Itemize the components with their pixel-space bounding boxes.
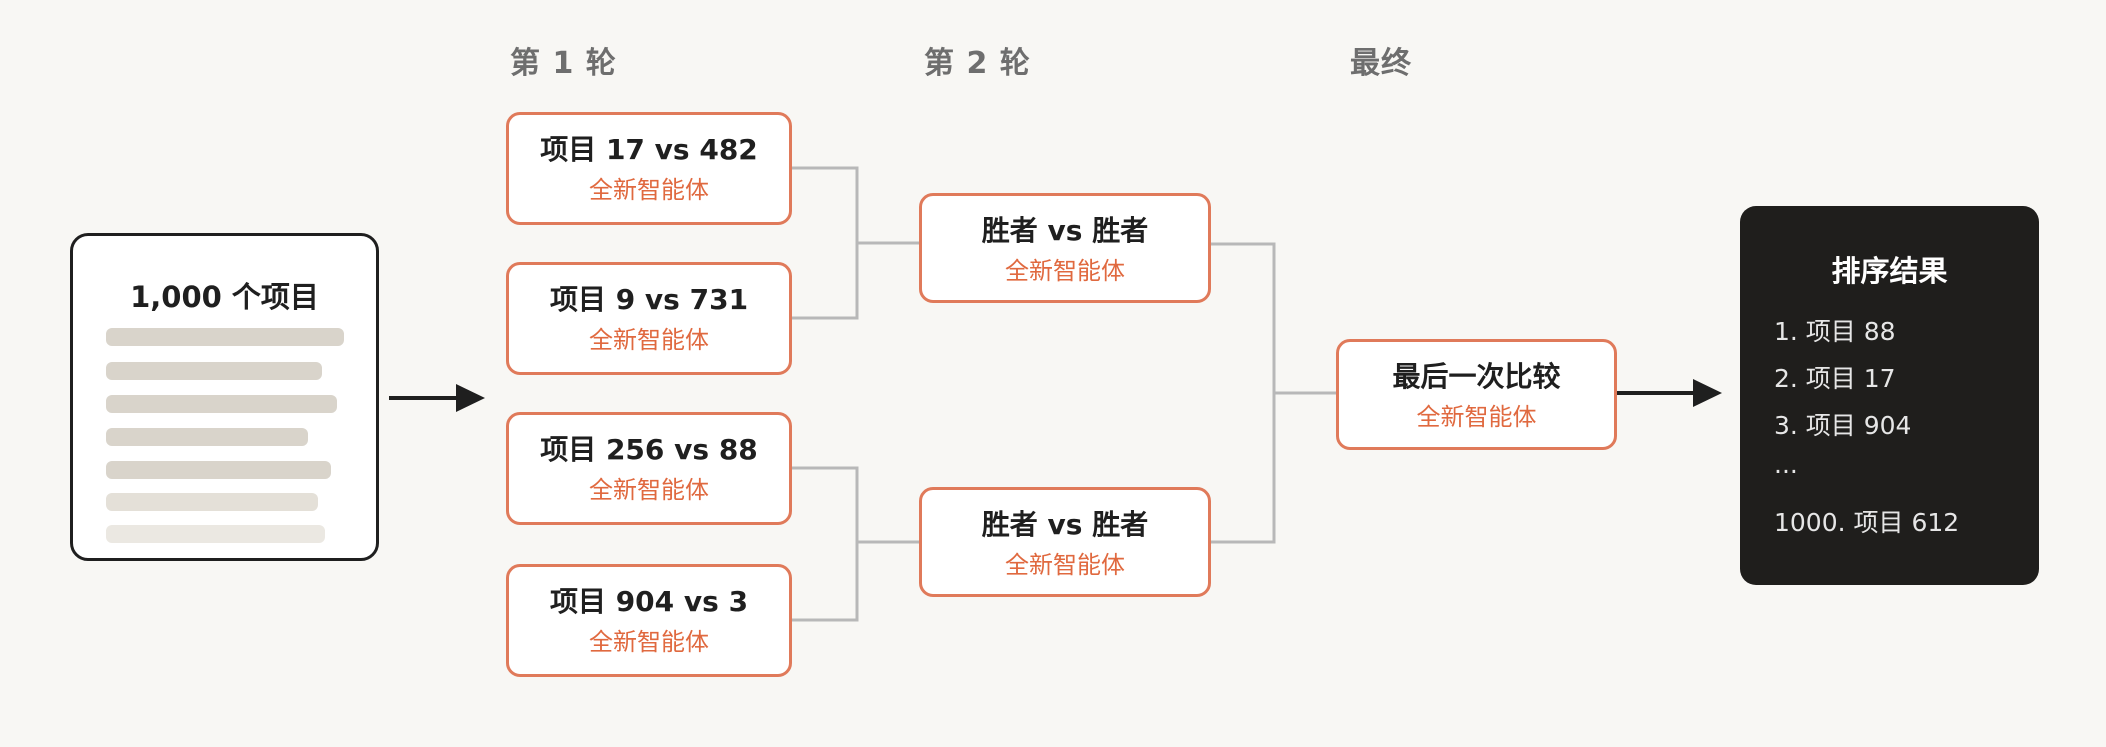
- round2-match-2: 胜者 vs 胜者 全新智能体: [919, 487, 1211, 597]
- arrow-input-to-round1: [389, 384, 485, 412]
- round1-match-1: 项目 17 vs 482 全新智能体: [506, 112, 792, 225]
- doc-placeholder-line: [106, 428, 308, 446]
- result-item: 1. 项目 88: [1774, 317, 1896, 346]
- match-agent-label: 全新智能体: [589, 176, 709, 204]
- round1-match-4: 项目 904 vs 3 全新智能体: [506, 564, 792, 677]
- doc-placeholder-line: [106, 395, 337, 413]
- result-title: 排序结果: [1831, 254, 1948, 288]
- round-2-label: 第 2 轮: [924, 46, 1031, 81]
- arrow-final-to-result: [1617, 379, 1722, 407]
- connector-r2: [1211, 242, 1336, 544]
- final-match: 最后一次比较 全新智能体: [1336, 339, 1617, 450]
- match-agent-label: 全新智能体: [1005, 257, 1125, 285]
- connector-r1-bottom: [792, 466, 919, 622]
- input-items-title: 1,000 个项目: [130, 280, 319, 314]
- result-item: 1000. 项目 612: [1774, 508, 1960, 537]
- match-agent-label: 全新智能体: [1416, 403, 1537, 431]
- doc-placeholder-line: [106, 493, 318, 511]
- input-items-card: 1,000 个项目: [70, 233, 379, 561]
- match-title: 最后一次比较: [1392, 360, 1561, 393]
- match-agent-label: 全新智能体: [589, 476, 709, 504]
- round1-match-3: 项目 256 vs 88 全新智能体: [506, 412, 792, 525]
- match-title: 项目 9 vs 731: [549, 283, 749, 316]
- connector-r1-top: [792, 166, 919, 320]
- result-ellipsis: ...: [1774, 450, 1798, 479]
- match-title: 项目 904 vs 3: [549, 585, 749, 618]
- match-title: 项目 17 vs 482: [540, 133, 758, 166]
- doc-placeholder-line: [106, 461, 331, 479]
- match-agent-label: 全新智能体: [589, 326, 709, 354]
- round-1-label: 第 1 轮: [510, 46, 617, 81]
- match-agent-label: 全新智能体: [1005, 551, 1125, 579]
- result-item: 2. 项目 17: [1774, 364, 1896, 393]
- match-title: 胜者 vs 胜者: [981, 508, 1149, 541]
- match-title: 项目 256 vs 88: [540, 433, 758, 466]
- doc-placeholder-line: [106, 525, 325, 543]
- final-round-label: 最终: [1350, 46, 1412, 81]
- match-title: 胜者 vs 胜者: [981, 214, 1149, 247]
- round2-match-1: 胜者 vs 胜者 全新智能体: [919, 193, 1211, 303]
- match-agent-label: 全新智能体: [589, 628, 709, 656]
- round1-match-2: 项目 9 vs 731 全新智能体: [506, 262, 792, 375]
- doc-placeholder-line: [106, 328, 344, 346]
- doc-placeholder-line: [106, 362, 322, 380]
- result-item: 3. 项目 904: [1774, 411, 1912, 440]
- sorted-result-panel: 排序结果 1. 项目 88 2. 项目 17 3. 项目 904 ... 100…: [1740, 206, 2039, 585]
